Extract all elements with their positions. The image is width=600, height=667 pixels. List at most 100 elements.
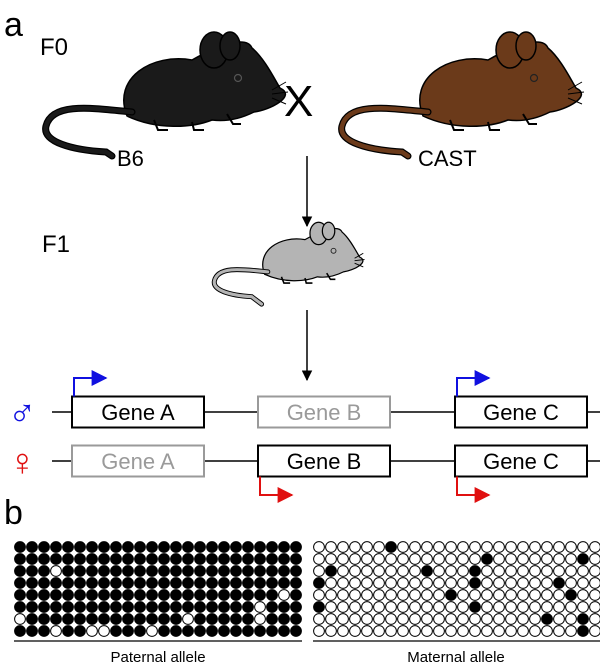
- unmethylated-cpg: [577, 541, 589, 553]
- methylated-cpg: [170, 541, 182, 553]
- methylated-cpg: [218, 613, 230, 625]
- unmethylated-cpg: [397, 613, 409, 625]
- cross-symbol: X: [284, 77, 313, 126]
- methylated-cpg: [194, 589, 206, 601]
- male-gene-label: Gene B: [287, 400, 362, 425]
- unmethylated-cpg: [517, 601, 529, 613]
- methylated-cpg: [242, 541, 254, 553]
- methylated-cpg: [86, 589, 98, 601]
- unmethylated-cpg: [481, 613, 493, 625]
- unmethylated-cpg: [313, 541, 325, 553]
- methylated-cpg: [469, 565, 481, 577]
- unmethylated-cpg: [337, 625, 349, 637]
- unmethylated-cpg: [493, 553, 505, 565]
- methylated-cpg: [577, 553, 589, 565]
- unmethylated-cpg: [505, 613, 517, 625]
- unmethylated-cpg: [541, 577, 553, 589]
- methylated-cpg: [26, 625, 38, 637]
- unmethylated-cpg: [397, 541, 409, 553]
- methylated-cpg: [218, 601, 230, 613]
- unmethylated-cpg: [517, 541, 529, 553]
- unmethylated-cpg: [325, 589, 337, 601]
- methylated-cpg: [146, 541, 158, 553]
- female-gene-label: Gene C: [483, 449, 559, 474]
- unmethylated-cpg: [457, 601, 469, 613]
- maternal-methylation-grid: [313, 541, 600, 637]
- unmethylated-cpg: [278, 589, 290, 601]
- unmethylated-cpg: [421, 541, 433, 553]
- methylated-cpg: [38, 601, 50, 613]
- methylated-cpg: [26, 553, 38, 565]
- methylated-cpg: [158, 565, 170, 577]
- unmethylated-cpg: [373, 625, 385, 637]
- male-gene-label: Gene A: [101, 400, 175, 425]
- methylated-cpg: [14, 577, 26, 589]
- paternal-promoter-arrow: [73, 370, 108, 397]
- male-symbol-icon: ♂: [8, 393, 37, 435]
- unmethylated-cpg: [254, 613, 266, 625]
- unmethylated-cpg: [493, 541, 505, 553]
- unmethylated-cpg: [397, 589, 409, 601]
- methylated-cpg: [290, 589, 302, 601]
- unmethylated-cpg: [445, 541, 457, 553]
- unmethylated-cpg: [505, 541, 517, 553]
- panel-b-label: b: [4, 494, 23, 532]
- methylated-cpg: [158, 613, 170, 625]
- unmethylated-cpg: [517, 565, 529, 577]
- methylated-cpg: [230, 601, 242, 613]
- unmethylated-cpg: [361, 577, 373, 589]
- methylated-cpg: [313, 577, 325, 589]
- methylated-cpg: [206, 553, 218, 565]
- f1-mouse-icon: [211, 221, 365, 307]
- methylated-cpg: [74, 577, 86, 589]
- methylated-cpg: [218, 541, 230, 553]
- methylated-cpg: [62, 625, 74, 637]
- unmethylated-cpg: [529, 613, 541, 625]
- methylated-cpg: [38, 565, 50, 577]
- methylated-cpg: [242, 553, 254, 565]
- unmethylated-cpg: [445, 553, 457, 565]
- unmethylated-cpg: [361, 553, 373, 565]
- male-gene-box: [454, 395, 588, 429]
- unmethylated-cpg: [349, 541, 361, 553]
- unmethylated-cpg: [481, 565, 493, 577]
- unmethylated-cpg: [385, 589, 397, 601]
- methylated-cpg: [62, 613, 74, 625]
- methylated-cpg: [266, 553, 278, 565]
- methylated-cpg: [86, 601, 98, 613]
- unmethylated-cpg: [361, 565, 373, 577]
- methylated-cpg: [134, 625, 146, 637]
- unmethylated-cpg: [529, 577, 541, 589]
- unmethylated-cpg: [50, 625, 62, 637]
- methylated-cpg: [98, 565, 110, 577]
- unmethylated-cpg: [529, 589, 541, 601]
- methylated-cpg: [242, 565, 254, 577]
- unmethylated-cpg: [337, 541, 349, 553]
- unmethylated-cpg: [14, 613, 26, 625]
- unmethylated-cpg: [325, 577, 337, 589]
- unmethylated-cpg: [349, 553, 361, 565]
- unmethylated-cpg: [457, 613, 469, 625]
- methylated-cpg: [445, 589, 457, 601]
- unmethylated-cpg: [313, 565, 325, 577]
- unmethylated-cpg: [385, 577, 397, 589]
- methylated-cpg: [74, 565, 86, 577]
- methylated-cpg: [110, 553, 122, 565]
- methylated-cpg: [146, 601, 158, 613]
- unmethylated-cpg: [445, 613, 457, 625]
- methylated-cpg: [86, 613, 98, 625]
- methylated-cpg: [325, 565, 337, 577]
- methylated-cpg: [62, 601, 74, 613]
- methylated-cpg: [86, 577, 98, 589]
- unmethylated-cpg: [433, 589, 445, 601]
- methylated-cpg: [278, 577, 290, 589]
- methylated-cpg: [134, 601, 146, 613]
- methylated-cpg: [218, 577, 230, 589]
- unmethylated-cpg: [481, 589, 493, 601]
- unmethylated-cpg: [493, 601, 505, 613]
- cast-mouse-icon: [338, 31, 585, 160]
- unmethylated-cpg: [313, 553, 325, 565]
- unmethylated-cpg: [313, 613, 325, 625]
- methylated-cpg: [218, 625, 230, 637]
